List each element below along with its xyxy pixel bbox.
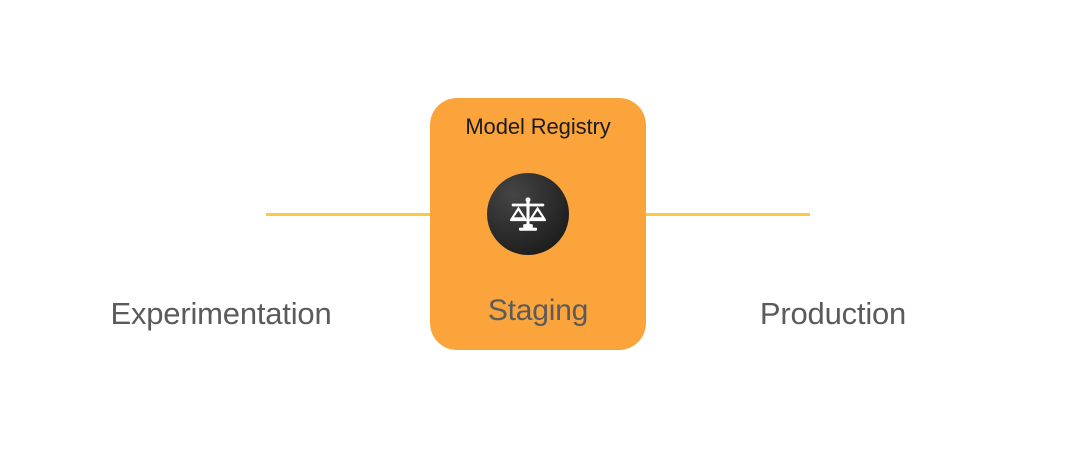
cube-arrow-icon xyxy=(809,190,857,238)
stage-label-experimentation: Experimentation xyxy=(110,296,332,331)
stage-label-production: Production xyxy=(759,296,907,331)
terminal-icon xyxy=(197,190,245,238)
stage-node-production[interactable] xyxy=(788,169,878,259)
connector-staging-to-production xyxy=(620,213,810,216)
balance-scales-icon xyxy=(505,191,551,237)
model-registry-node[interactable] xyxy=(487,173,569,255)
stage-label-staging: Staging xyxy=(487,294,589,327)
model-registry-title: Model Registry xyxy=(465,114,611,139)
connector-experimentation-to-staging xyxy=(266,213,456,216)
stage-node-experimentation[interactable] xyxy=(176,169,266,259)
